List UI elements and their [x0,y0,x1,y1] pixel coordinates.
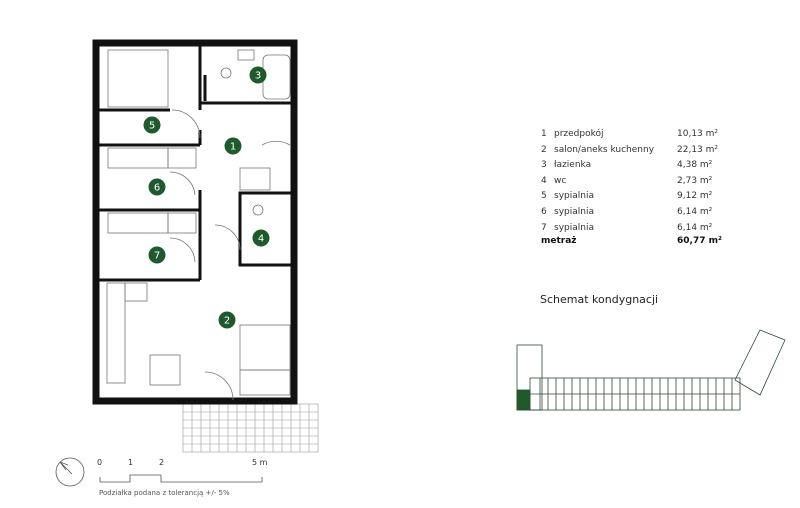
room-marker-number: 5 [149,121,155,132]
scale-tick: 2 [159,458,165,467]
room-row: 1 przedpokój 10,13 m² [541,129,761,141]
room-row: 7 sypialnia 6,14 m² [541,223,761,235]
floor-schema [516,329,786,411]
room-row: 5 sypialnia 9,12 m² [541,191,761,203]
room-name: sypialnia [554,191,594,202]
room-marker [148,178,166,196]
room-area: 4,38 m² [677,160,713,171]
room-marker [249,66,267,84]
total-row: metraż 60,77 m² [541,236,761,248]
room-area: 22,13 m² [677,144,719,155]
scale-tick: 0 [97,458,103,467]
total-label: metraż [541,236,577,246]
room-row: 2 salon/aneks kuchenny 22,13 m² [541,145,761,157]
room-no: 6 [541,207,547,217]
room-marker-number: 2 [224,316,230,327]
room-name: łazienka [554,160,592,171]
scale-note: Podziałka podana z tolerancją +/- 5% [99,489,230,497]
furniture [106,49,291,401]
room-name: salon/aneks kuchenny [554,144,655,155]
room-no: 1 [541,129,547,139]
room-marker [218,311,236,329]
room-marker-number: 6 [154,183,160,194]
room-marker-number: 3 [255,71,261,82]
interior-walls [96,43,296,282]
room-name: przedpokój [554,129,604,139]
room-name: wc [554,175,567,186]
room-no: 7 [541,222,547,233]
compass-icon [55,457,85,487]
room-no: 3 [541,160,547,171]
room-no: 2 [541,144,547,155]
room-row: 3 łazienka 4,38 m² [541,160,761,172]
balcony [182,403,319,453]
room-name: sypialnia [554,207,594,217]
room-marker [148,246,166,264]
room-marker-number: 4 [258,234,264,245]
room-area: 9,12 m² [677,191,713,202]
outer-walls [92,39,298,405]
room-row: 4 wc 2,73 m² [541,176,761,188]
room-marker-number: 1 [230,142,236,153]
scale-tick: 1 [128,458,134,467]
schema-title: Schemat kondygnacji [540,293,659,306]
room-area: 6,14 m² [677,207,713,217]
room-no: 5 [541,191,547,202]
room-marker-number: 7 [154,251,160,262]
room-marker [252,229,270,247]
room-marker [143,116,161,134]
room-marker [224,137,242,155]
room-no: 4 [541,175,547,186]
scale-bar [55,457,263,487]
room-area: 6,14 m² [677,222,713,233]
scale-tick: 5 m [252,458,268,467]
room-name: sypialnia [554,222,594,233]
room-area: 2,73 m² [677,175,713,186]
total-area: 60,77 m² [677,236,722,246]
room-row: 6 sypialnia 6,14 m² [541,207,761,219]
room-area: 10,13 m² [677,129,719,139]
